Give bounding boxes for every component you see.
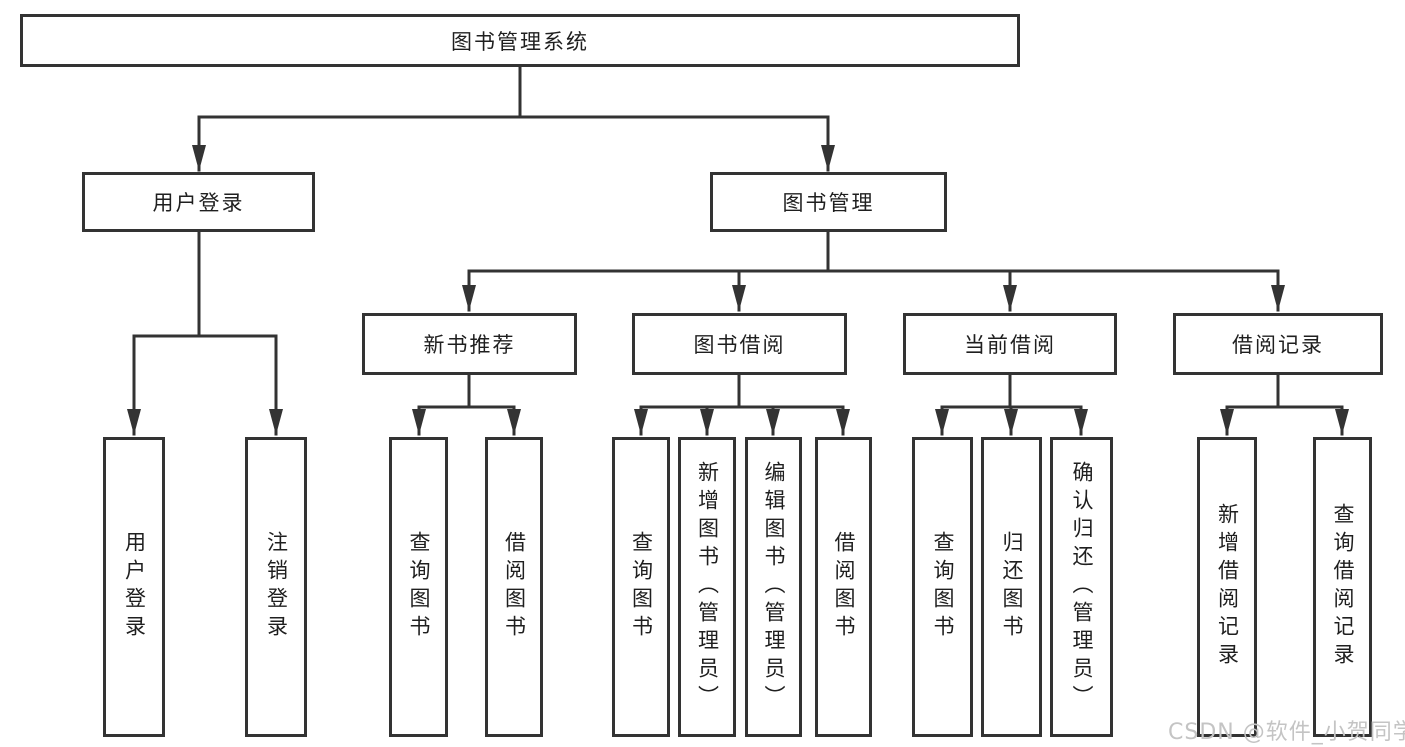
leaf-edit-books-admin: 编辑图书（管理员）	[745, 437, 802, 737]
leaf-user-login: 用户登录	[103, 437, 165, 737]
node-library-system-label: 图书管理系统	[451, 29, 589, 54]
leaf-logout: 注销登录	[245, 437, 307, 737]
node-current-borrowing: 当前借阅	[903, 313, 1117, 375]
node-book-management: 图书管理	[710, 172, 947, 232]
arrowhead	[821, 145, 835, 171]
node-book-borrowing: 图书借阅	[632, 313, 847, 375]
leaf-add-borrow-record-label: 新增借阅记录	[1215, 503, 1240, 671]
leaf-recommend-borrow-books: 借阅图书	[485, 437, 543, 737]
leaf-borrow-query-books-label: 查询图书	[629, 531, 654, 643]
leaf-confirm-return-admin-label: 确认归还（管理员）	[1070, 461, 1094, 713]
arrowhead	[412, 409, 426, 435]
csdn-watermark: CSDN @软件_小贺同学	[1168, 720, 1405, 745]
node-book-management-label: 图书管理	[782, 191, 875, 215]
connector-user-login-to-leaves	[132, 229, 278, 436]
arrowhead	[1074, 409, 1088, 435]
arrowhead	[462, 285, 476, 311]
leaf-add-borrow-record: 新增借阅记录	[1197, 437, 1257, 737]
arrowhead	[1220, 409, 1234, 435]
node-user-login-label: 用户登录	[152, 191, 245, 215]
leaf-return-books-label: 归还图书	[1000, 531, 1024, 643]
leaf-current-query-books: 查询图书	[912, 437, 973, 737]
leaf-recommend-query-books-label: 查询图书	[407, 531, 431, 643]
node-user-login: 用户登录	[82, 172, 315, 232]
connector-recommend-to-leaves	[417, 372, 516, 436]
arrowhead	[634, 409, 648, 435]
arrowhead	[836, 409, 850, 435]
leaf-logout-label: 注销登录	[264, 531, 289, 643]
leaf-borrow-books-label: 借阅图书	[832, 531, 856, 643]
leaf-borrow-books: 借阅图书	[815, 437, 872, 737]
leaf-recommend-query-books: 查询图书	[389, 437, 448, 737]
connector-records-to-leaves	[1225, 372, 1344, 436]
leaf-edit-books-admin-label: 编辑图书（管理员）	[762, 461, 786, 713]
node-book-borrowing-label: 图书借阅	[693, 333, 786, 357]
node-new-book-recommend-label: 新书推荐	[423, 333, 516, 357]
leaf-borrow-query-books: 查询图书	[612, 437, 670, 737]
arrowhead	[1003, 285, 1017, 311]
leaf-query-borrow-record-label: 查询借阅记录	[1331, 503, 1355, 671]
node-new-book-recommend: 新书推荐	[362, 313, 577, 375]
leaf-confirm-return-admin: 确认归还（管理员）	[1050, 437, 1113, 737]
leaf-return-books: 归还图书	[981, 437, 1042, 737]
arrowhead	[766, 409, 780, 435]
arrowhead	[269, 409, 283, 435]
leaf-query-borrow-record: 查询借阅记录	[1313, 437, 1372, 737]
arrowhead	[1271, 285, 1285, 311]
node-borrowing-records: 借阅记录	[1173, 313, 1383, 375]
arrowhead	[127, 409, 141, 435]
arrowhead	[935, 409, 949, 435]
arrowhead	[1335, 409, 1349, 435]
leaf-add-books-admin: 新增图书（管理员）	[678, 437, 736, 737]
connector-borrow-to-leaves	[639, 372, 845, 436]
arrowhead	[732, 285, 746, 311]
node-borrowing-records-label: 借阅记录	[1232, 333, 1324, 357]
leaf-add-books-admin-label: 新增图书（管理员）	[695, 461, 720, 713]
leaf-recommend-borrow-books-label: 借阅图书	[502, 531, 527, 643]
arrowhead	[192, 145, 206, 171]
leaf-user-login-label: 用户登录	[122, 531, 147, 643]
node-library-system: 图书管理系统	[20, 14, 1020, 67]
connector-root-to-level2	[197, 65, 830, 172]
node-current-borrowing-label: 当前借阅	[964, 333, 1056, 357]
arrowhead	[1004, 409, 1018, 435]
arrowhead	[700, 409, 714, 435]
connector-book-mgmt-to-level3	[467, 229, 1280, 312]
arrowhead	[507, 409, 521, 435]
leaf-current-query-books-label: 查询图书	[931, 531, 955, 643]
